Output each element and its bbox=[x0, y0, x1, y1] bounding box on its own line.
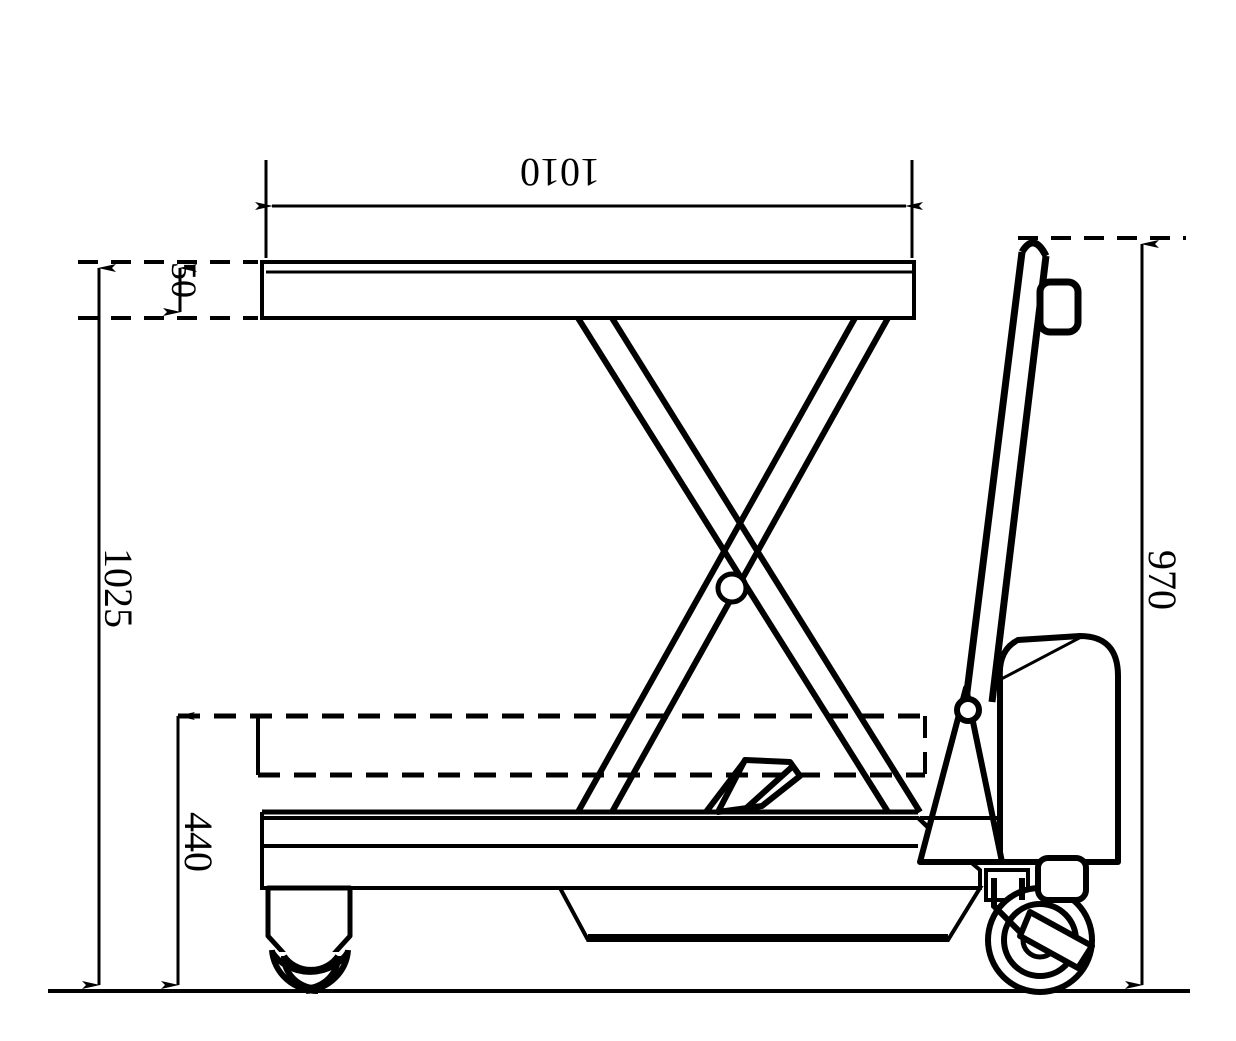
dimension-label-handle-height: 970 bbox=[1140, 550, 1185, 610]
center-pivot-pin bbox=[715, 571, 749, 605]
dimension-label-platform-length: 1010 bbox=[520, 150, 600, 195]
push-pull-handle bbox=[962, 239, 1082, 703]
base-pan bbox=[556, 886, 984, 942]
hydraulic-ram bbox=[703, 757, 803, 815]
dimension-label-lowered-height: 440 bbox=[176, 812, 221, 872]
scissor-arm-right bbox=[575, 316, 891, 814]
swivel-caster bbox=[265, 885, 353, 995]
dimension-platform-thickness bbox=[78, 260, 258, 320]
handle-pivot-pin bbox=[954, 696, 982, 724]
hydraulic-pump-housing bbox=[996, 633, 1121, 903]
handle-bracket bbox=[917, 685, 1005, 865]
dimension-label-max-lift-height: 1025 bbox=[96, 548, 141, 628]
scissor-arm-left bbox=[575, 316, 923, 814]
dimension-label-platform-thickness: 50 bbox=[164, 262, 204, 298]
dimension-handle-height bbox=[1018, 236, 1186, 989]
dimension-platform-length bbox=[255, 160, 923, 258]
lowered-position-phantom-line bbox=[178, 713, 927, 778]
base-chassis bbox=[260, 809, 982, 890]
lift-platform bbox=[260, 260, 916, 320]
